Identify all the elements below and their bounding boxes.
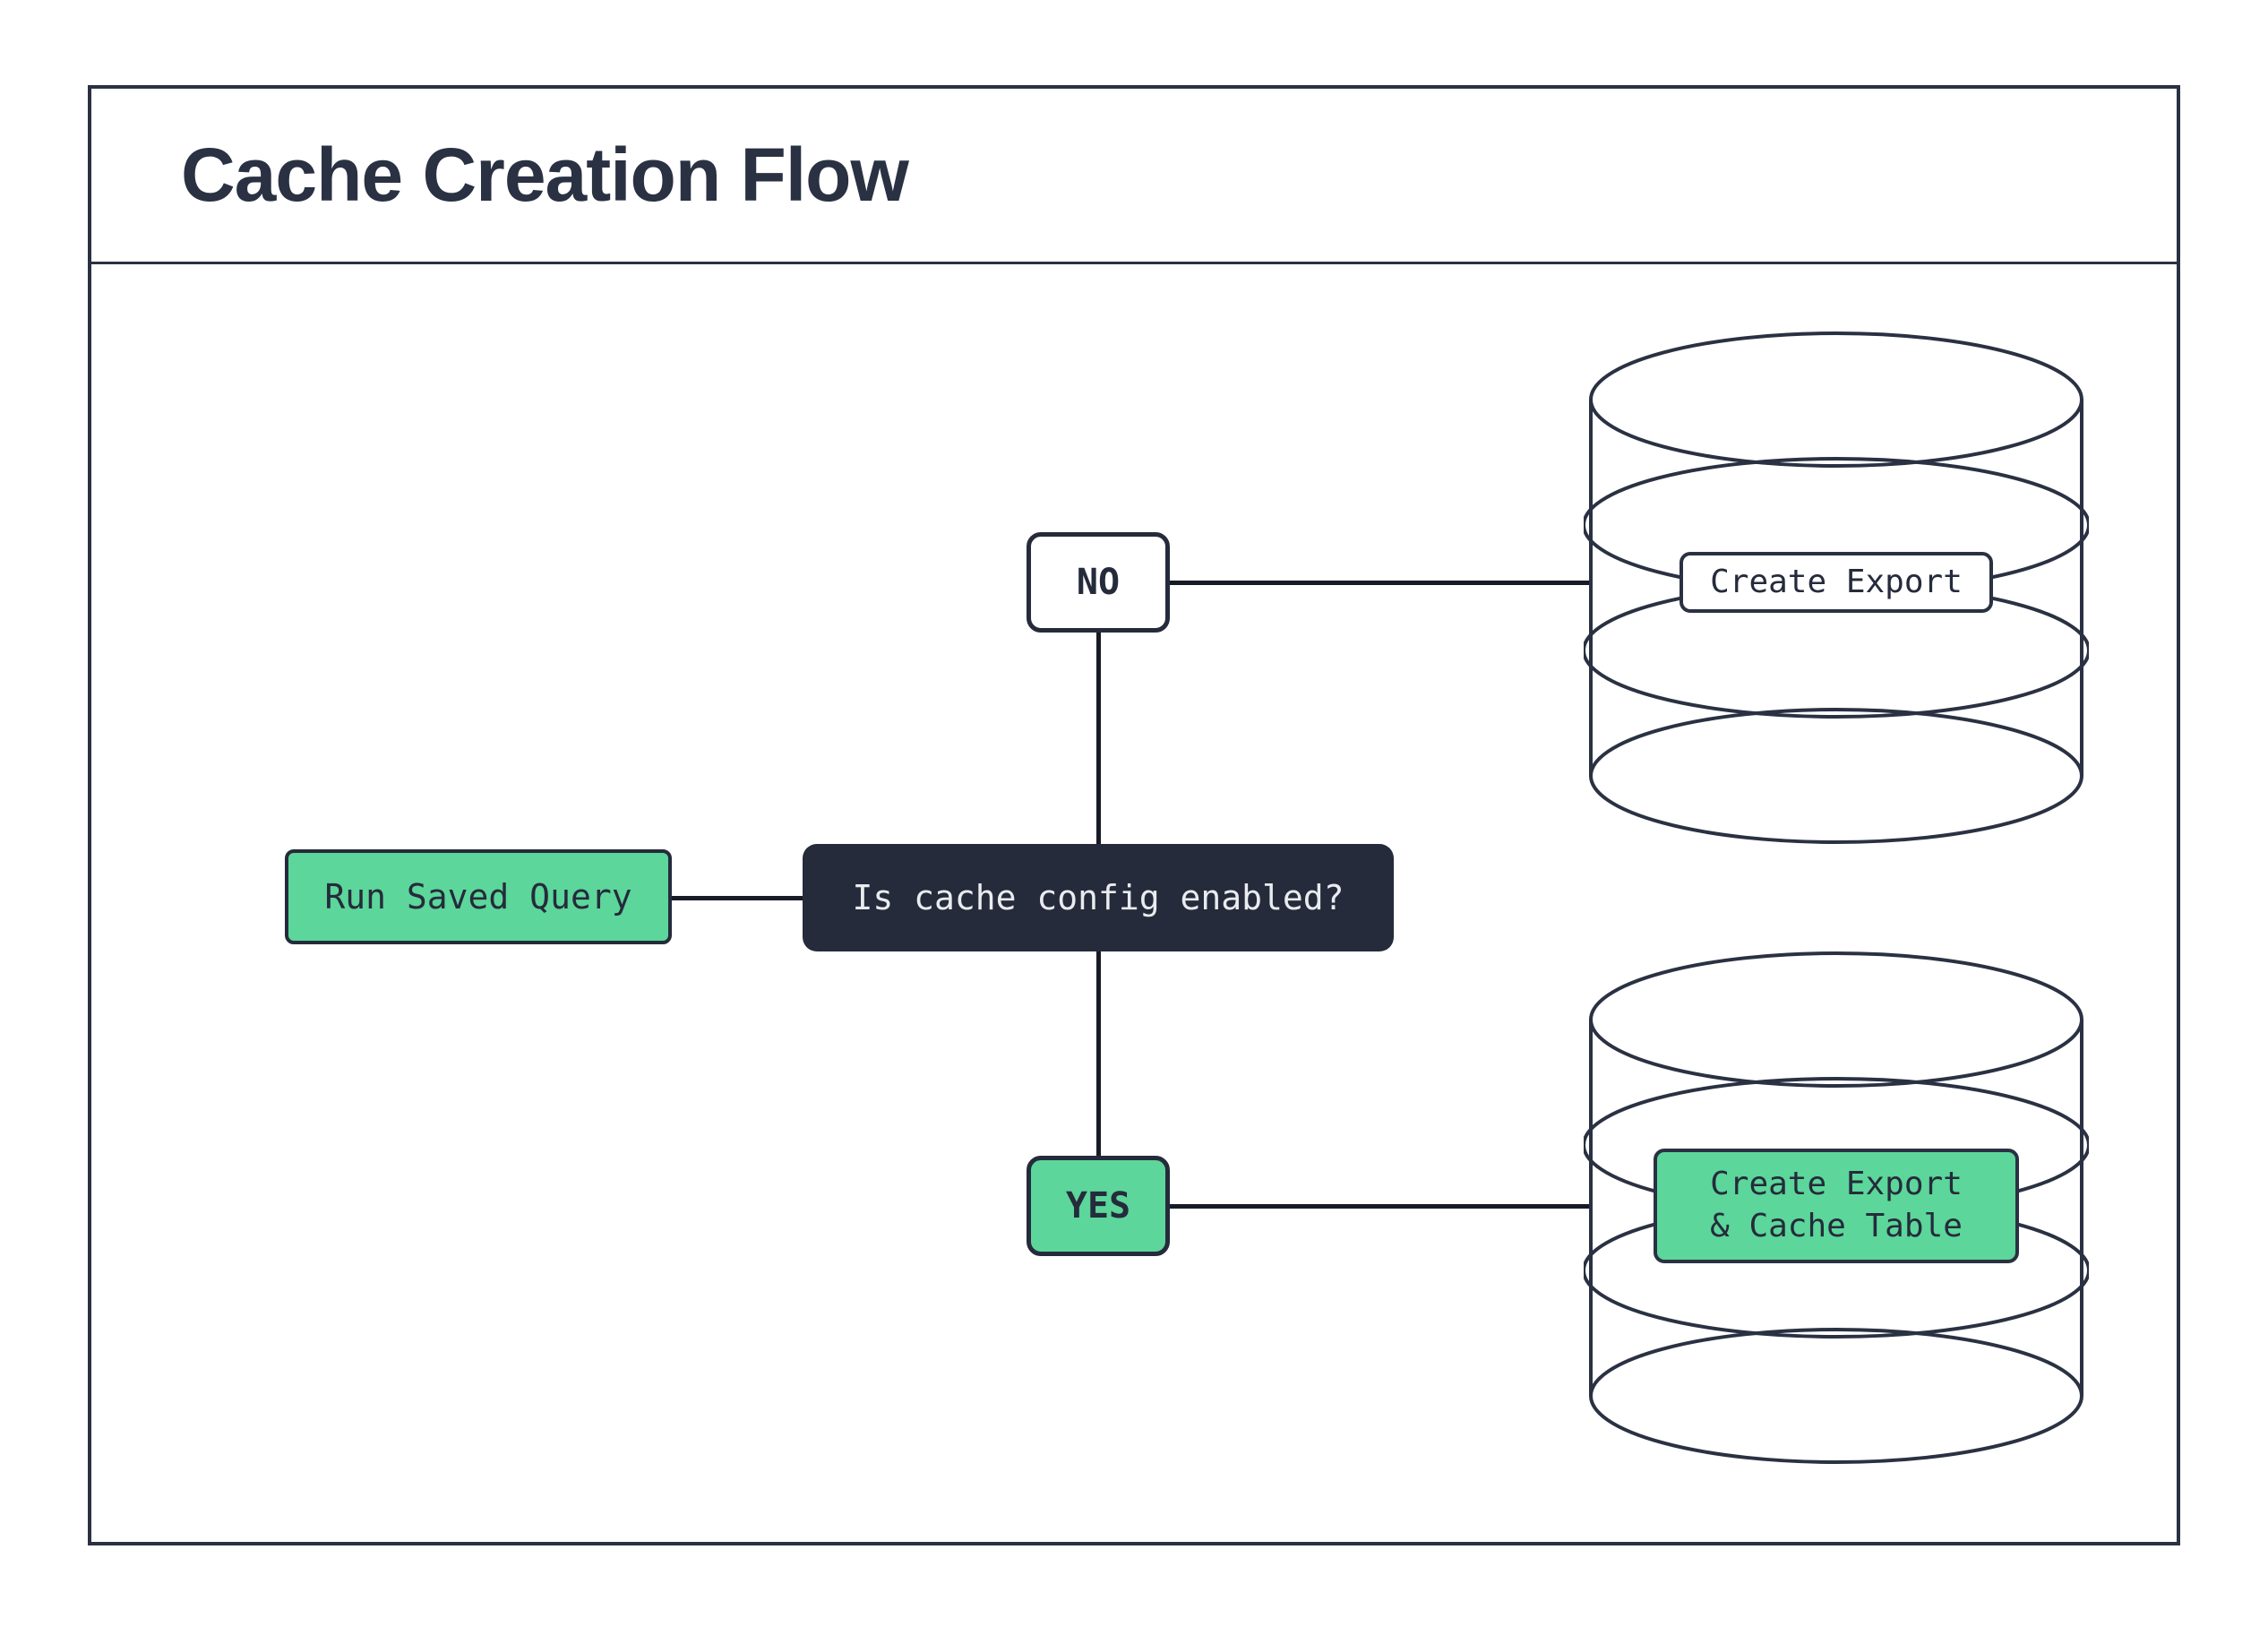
diagram-header: Cache Creation Flow [91,89,2177,264]
branch-yes-label: YES [1065,1185,1131,1227]
diagram-frame: Cache Creation Flow [88,85,2180,1545]
branch-no-label: NO [1076,562,1121,603]
page-title: Cache Creation Flow [181,133,909,217]
start-node-run-saved-query: Run Saved Query [285,849,672,944]
branch-node-yes: YES [1027,1156,1170,1256]
connector-start-to-decision [672,896,803,900]
connector-yes-to-database [1170,1204,1591,1209]
create-export-cache-line1: Create Export [1710,1166,1963,1203]
result-label-create-export: Create Export [1680,552,1993,613]
database-icon-export-cache [1584,951,2089,1464]
start-node-label: Run Saved Query [324,877,632,917]
connector-no-to-database [1170,581,1591,585]
create-export-cache-line2: & Cache Table [1710,1208,1963,1244]
result-label-create-export-cache-table: Create Export & Cache Table [1654,1149,2019,1263]
connector-no-to-decision [1096,633,1101,844]
connector-decision-to-yes [1096,951,1101,1156]
decision-node-label: Is cache config enabled? [852,878,1344,917]
branch-node-no: NO [1027,532,1170,633]
create-export-label: Create Export [1710,563,1963,600]
decision-node-cache-config: Is cache config enabled? [803,844,1394,951]
